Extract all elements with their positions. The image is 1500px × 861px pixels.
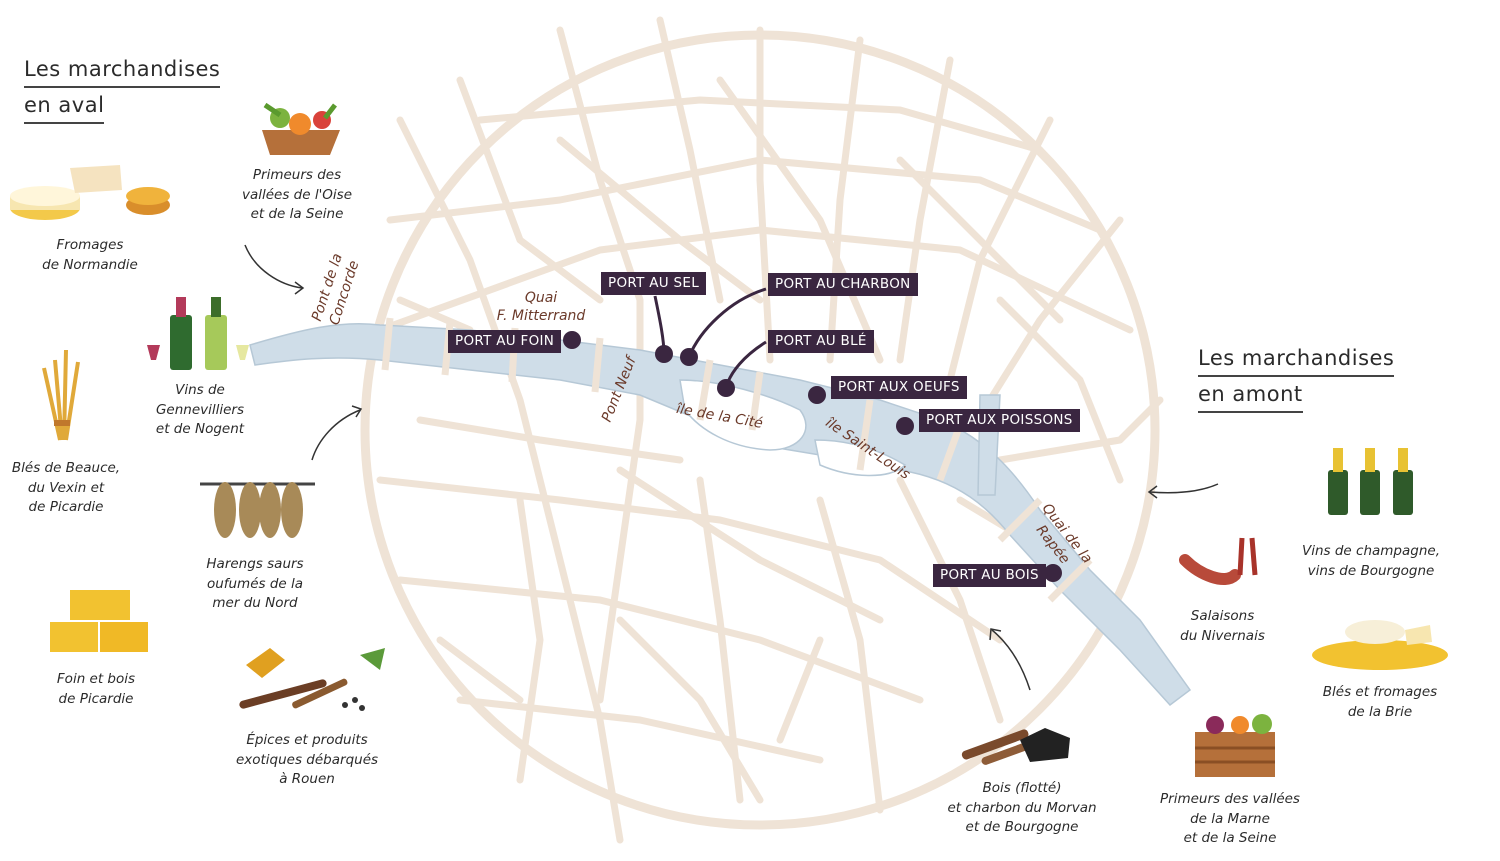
wood-coal-icon: [961, 728, 1070, 765]
place-quai-mitterrand: Quai F. Mitterrand: [476, 289, 606, 325]
caption-line: de Picardie: [28, 499, 104, 515]
caption-vins: Vins de Gennevilliers et de Nogent: [130, 381, 270, 440]
caption-brie: Blés et fromages de la Brie: [1305, 683, 1455, 722]
cheese-icon: [10, 165, 170, 220]
caption-line: de Normandie: [42, 256, 138, 273]
caption-bois: Bois (flotté) et charbon du Morvan et de…: [922, 779, 1122, 838]
caption-line: Épices et produits: [246, 732, 368, 748]
caption-line: Primeurs des: [252, 167, 342, 183]
caption-line: et de Bourgogne: [965, 819, 1079, 835]
caption-foin: Foin et bois de Picardie: [40, 670, 152, 709]
port-aux-poissons-label: PORT AUX POISSONS: [919, 409, 1080, 432]
champagne-bottles-icon: [1328, 448, 1413, 515]
brie-cheese-icon: [1312, 620, 1448, 670]
heading-amont: Les marchandises en amont: [1198, 341, 1395, 413]
port-au-charbon-label: PORT AU CHARBON: [768, 273, 918, 296]
caption-line: à Rouen: [279, 771, 335, 787]
heading-aval-line2: en aval: [24, 88, 105, 124]
wheat-sheaf-icon: [42, 349, 80, 441]
caption-salaisons: Salaisons du Nivernais: [1160, 607, 1285, 646]
ile-de-la-cite-shape: [679, 379, 807, 451]
caption-line: de la Marne: [1190, 810, 1270, 827]
caption-fromages: Fromages de Normandie: [20, 236, 160, 275]
caption-epices: Épices et produits exotiques débarqués à…: [222, 731, 392, 790]
port-au-foin-label: PORT AU FOIN: [448, 330, 562, 353]
wine-bottles-icon: [147, 297, 249, 370]
herrings-icon: [200, 482, 315, 538]
bridges: [381, 317, 1093, 603]
street-network: [360, 16, 1164, 844]
vegetable-crate-icon: [1195, 714, 1275, 777]
caption-line: du Nivernais: [1180, 627, 1265, 644]
port-markers: [563, 287, 1062, 582]
caption-line: vallées de l'Oise: [241, 186, 353, 203]
place-mitterrand-line1: Quai: [524, 290, 558, 306]
heading-amont-line1: Les marchandises: [1198, 341, 1395, 377]
caption-line: Vins de: [175, 382, 225, 398]
caption-line: mer du Nord: [212, 595, 298, 611]
caption-line: oufumés de la: [206, 575, 304, 592]
vegetable-basket-icon: [262, 102, 340, 155]
caption-primeurs-marne: Primeurs des vallées de la Marne et de l…: [1145, 790, 1315, 849]
caption-champagne: Vins de champagne, vins de Bourgogne: [1286, 542, 1456, 581]
caption-line: du Vexin et: [27, 479, 105, 496]
caption-line: Foin et bois: [56, 671, 136, 687]
caption-line: Primeurs des vallées: [1160, 791, 1300, 807]
caption-line: et charbon du Morvan: [947, 799, 1097, 816]
port-au-sel-label: PORT AU SEL: [601, 272, 707, 295]
caption-line: et de la Seine: [250, 206, 344, 222]
place-mitterrand-line2: F. Mitterrand: [496, 308, 586, 324]
caption-line: vins de Bourgogne: [1307, 562, 1435, 579]
caption-line: et de Nogent: [155, 421, 245, 437]
caption-line: Bois (flotté): [982, 780, 1062, 796]
caption-line: Gennevilliers: [155, 401, 245, 418]
caption-line: Harengs saurs: [206, 556, 304, 572]
caption-harengs: Harengs saurs oufumés de la mer du Nord: [185, 555, 325, 614]
heading-aval: Les marchandises en aval: [24, 52, 221, 124]
flow-arrows: [244, 244, 1219, 691]
caption-line: Salaisons: [1190, 608, 1255, 624]
caption-bles: Blés de Beauce, du Vexin et de Picardie: [0, 459, 132, 518]
sausages-icon: [1179, 537, 1258, 585]
heading-amont-line2: en amont: [1198, 377, 1303, 413]
port-au-ble-label: PORT AU BLÉ: [768, 330, 874, 353]
caption-line: Vins de champagne,: [1302, 543, 1440, 559]
caption-line: Blés de Beauce,: [11, 460, 121, 476]
caption-primeurs-oise: Primeurs des vallées de l'Oise et de la …: [232, 166, 362, 225]
caption-line: de la Brie: [1347, 703, 1413, 720]
port-au-bois-label: PORT AU BOIS: [933, 564, 1046, 587]
spices-icon: [239, 648, 385, 711]
hay-bales-icon: [50, 590, 148, 652]
heading-aval-line1: Les marchandises: [24, 52, 221, 88]
caption-line: Fromages: [56, 237, 124, 253]
caption-line: et de la Seine: [1183, 830, 1277, 846]
caption-line: Blés et fromages: [1322, 684, 1438, 700]
caption-line: exotiques débarqués: [235, 751, 379, 768]
caption-line: de Picardie: [58, 690, 134, 707]
port-aux-oeufs-label: PORT AUX OEUFS: [831, 376, 967, 399]
